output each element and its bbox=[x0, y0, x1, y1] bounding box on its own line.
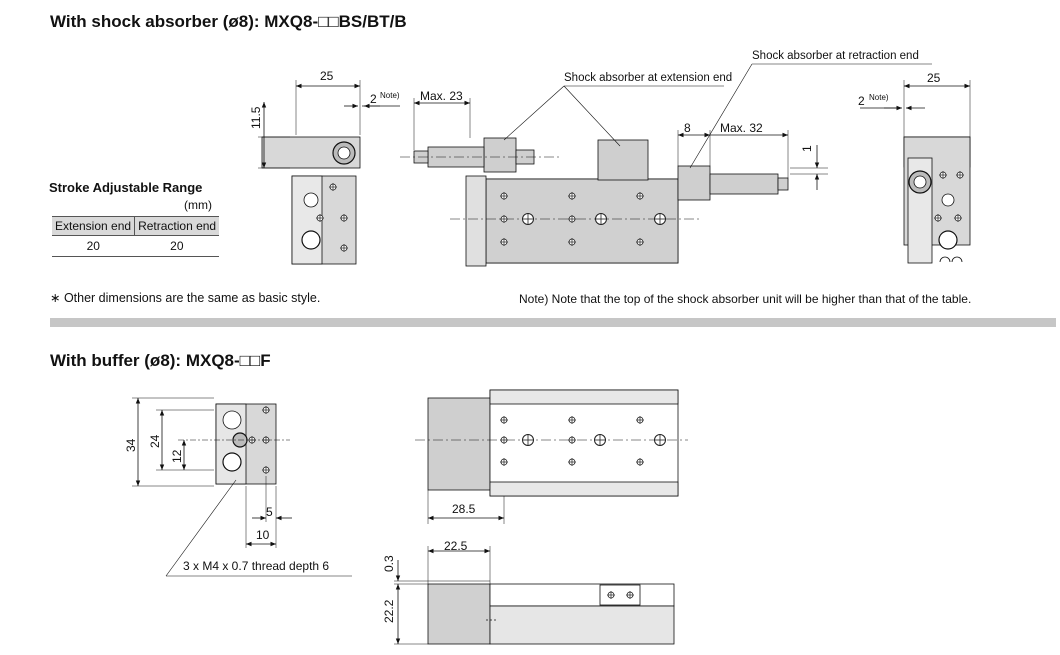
dim-28-5: 28.5 bbox=[452, 502, 476, 516]
note-tag-left: Note) bbox=[380, 91, 400, 100]
dim-8: 8 bbox=[684, 121, 691, 135]
dim-2-right: 2 bbox=[858, 94, 865, 108]
note-tag-right: Note) bbox=[869, 93, 889, 102]
left-end-view bbox=[261, 136, 361, 265]
header-retraction-end: Retraction end bbox=[134, 216, 220, 236]
dim-25-right: 25 bbox=[927, 71, 941, 85]
dim-2-left: 2 bbox=[370, 92, 377, 106]
section1-title: With shock absorber (ø8): MXQ8-□□BS/BT/B bbox=[50, 12, 407, 31]
buffer-end-view bbox=[215, 403, 277, 485]
dim-max-23: Max. 23 bbox=[420, 89, 463, 103]
section2-title: With buffer (ø8): MXQ8-□□F bbox=[50, 351, 271, 370]
note-text: Note) Note that the top of the shock abs… bbox=[519, 292, 972, 306]
dim-10: 10 bbox=[256, 528, 270, 542]
thread-callout: 3 x M4 x 0.7 thread depth 6 bbox=[183, 559, 330, 573]
stroke-range-table: Extension end Retraction end 20 20 bbox=[52, 216, 220, 257]
stroke-range-unit: (mm) bbox=[184, 198, 212, 212]
footnote: ∗ Other dimensions are the same as basic… bbox=[50, 291, 321, 305]
value-extension-end: 20 bbox=[52, 235, 135, 257]
dim-5: 5 bbox=[266, 505, 273, 519]
buffer-side-view bbox=[427, 583, 675, 645]
side-view-shock-absorber bbox=[400, 137, 789, 267]
value-retraction-end: 20 bbox=[134, 235, 220, 257]
right-end-view bbox=[903, 136, 971, 264]
callout-extension-end: Shock absorber at extension end bbox=[564, 72, 733, 84]
buffer-plan-view bbox=[415, 389, 688, 497]
dim-max-32: Max. 32 bbox=[720, 121, 763, 135]
callout-retraction-end: Shock absorber at retraction end bbox=[752, 50, 919, 62]
stroke-range-title: Stroke Adjustable Range bbox=[49, 180, 203, 195]
dim-25-left: 25 bbox=[320, 69, 334, 83]
section-divider bbox=[50, 318, 1056, 327]
header-extension-end: Extension end bbox=[52, 216, 135, 236]
